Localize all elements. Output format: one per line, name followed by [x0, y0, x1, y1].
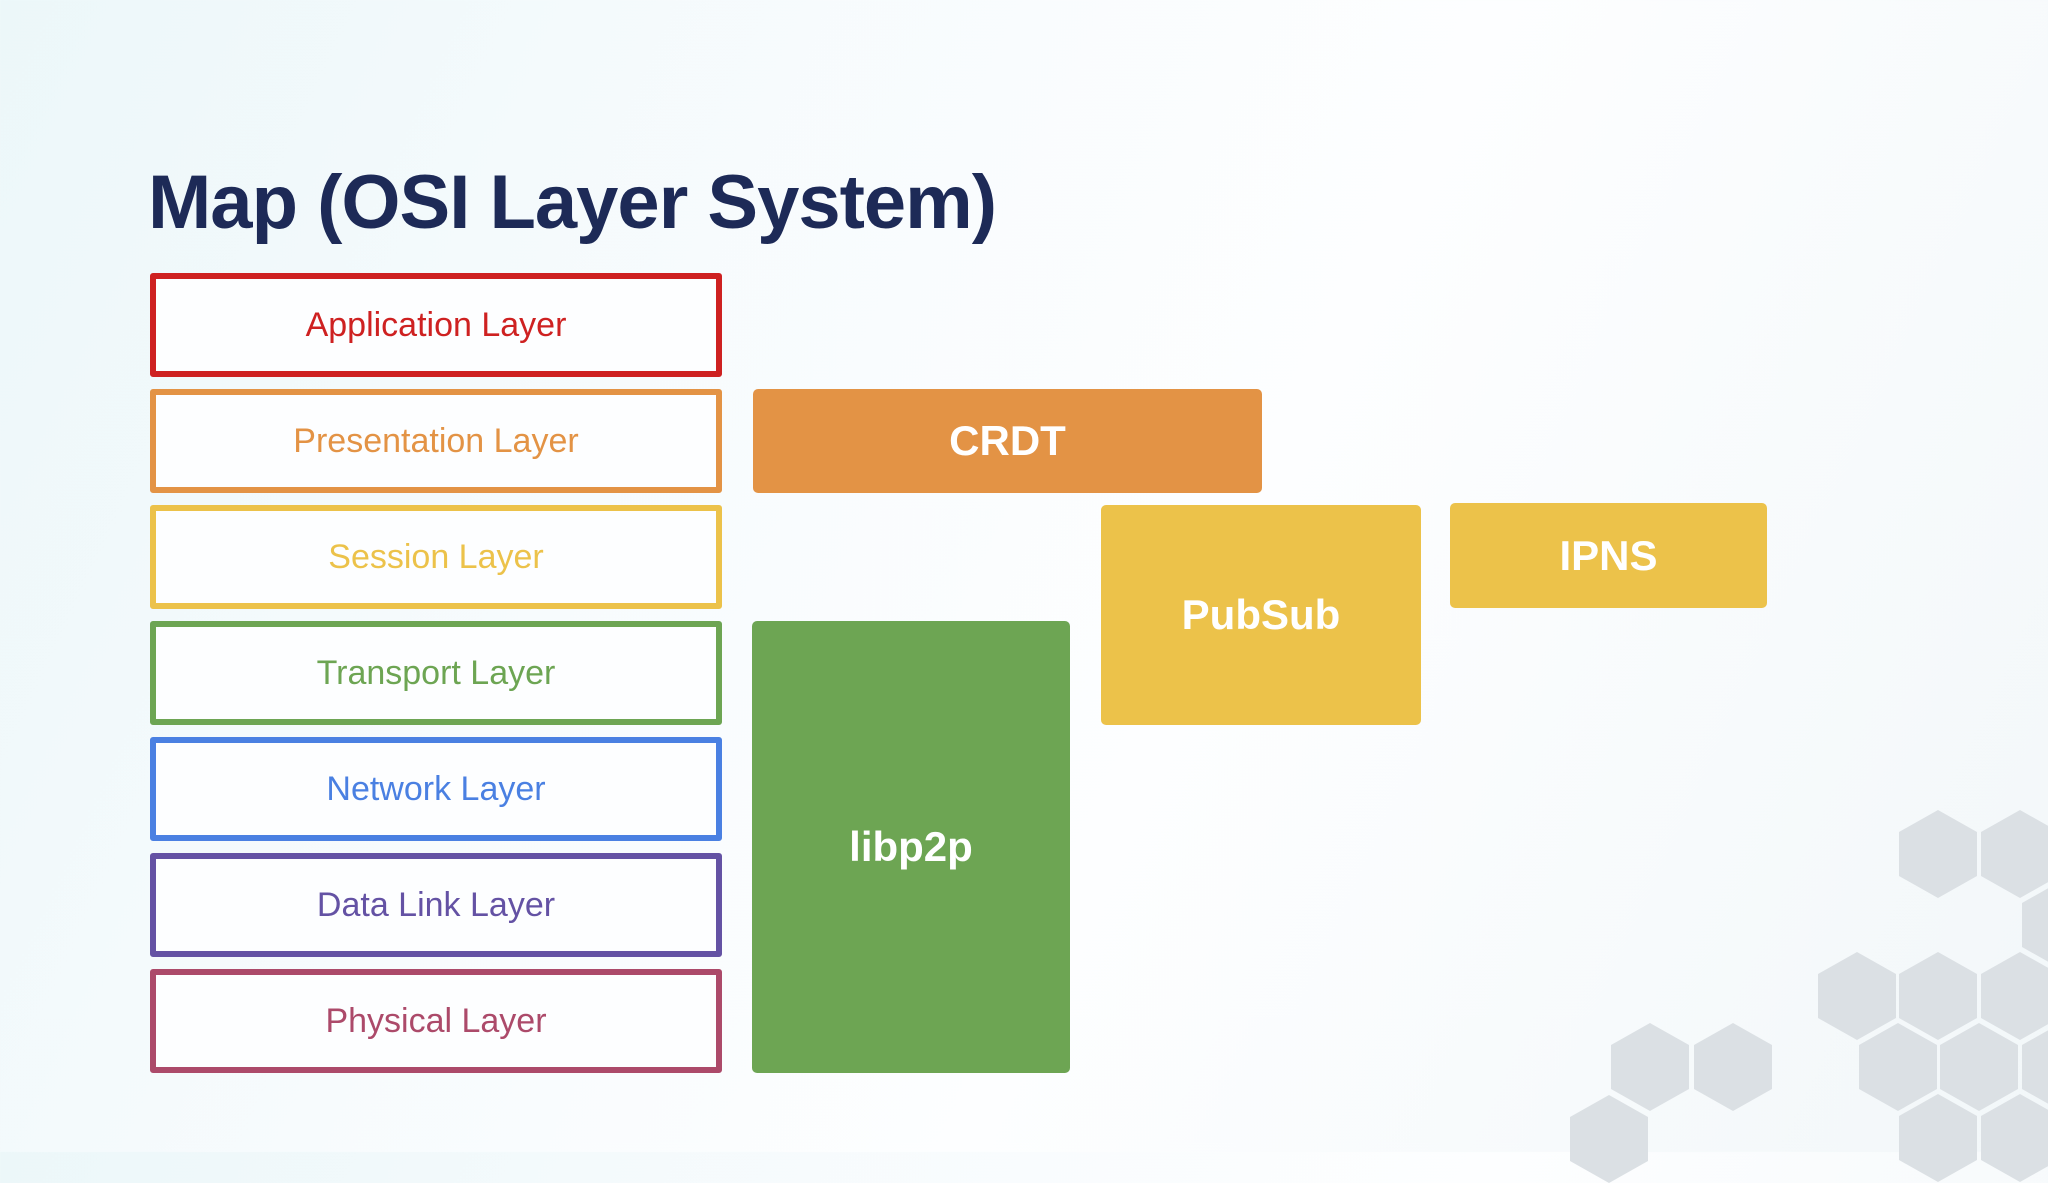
hexagon-icon: [1570, 1095, 1648, 1183]
hexagon-icon: [1981, 810, 2048, 898]
osi-layer-label: Transport Layer: [316, 653, 556, 692]
slide-canvas: Map (OSI Layer System) Application Layer…: [148, 159, 2048, 1183]
osi-layer-label: Session Layer: [328, 537, 544, 576]
osi-layer-box-3: Session Layer: [150, 505, 722, 609]
osi-layer-label: Data Link Layer: [316, 885, 556, 924]
slide-title: Map (OSI Layer System): [148, 159, 997, 245]
hexagon-icon: [1981, 952, 2048, 1040]
osi-layer-box-1: Application Layer: [150, 273, 722, 377]
hexagon-icon: [1940, 1023, 2018, 1111]
hexagon-icon: [1818, 952, 1896, 1040]
osi-layer-label: Presentation Layer: [293, 421, 579, 460]
hexagon-icon: [1899, 952, 1977, 1040]
hexagon-icon: [1899, 810, 1977, 898]
hexagon-icon: [1899, 1094, 1977, 1182]
block-libp2p: libp2p: [752, 621, 1070, 1073]
block-label: PubSub: [1181, 591, 1341, 638]
osi-layer-box-5: Network Layer: [150, 737, 722, 841]
hexagon-icon: [1694, 1023, 1772, 1111]
osi-layer-label: Physical Layer: [325, 1001, 547, 1040]
osi-layer-box-4: Transport Layer: [150, 621, 722, 725]
osi-layer-label: Network Layer: [326, 769, 546, 808]
hexagon-icon: [1859, 1023, 1937, 1111]
osi-layer-box-2: Presentation Layer: [150, 389, 722, 493]
block-ipns: IPNS: [1450, 503, 1767, 608]
block-label: IPNS: [1559, 531, 1658, 579]
osi-layer-label: Application Layer: [305, 305, 567, 344]
hexagon-icon: [1611, 1023, 1689, 1111]
block-label: libp2p: [849, 823, 973, 870]
block-pubsub: PubSub: [1101, 505, 1421, 725]
hexagon-icon: [1981, 1094, 2048, 1182]
osi-layer-box-7: Physical Layer: [150, 969, 722, 1073]
osi-layer-box-6: Data Link Layer: [150, 853, 722, 957]
block-crdt: CRDT: [753, 389, 1262, 493]
block-label: CRDT: [949, 417, 1066, 464]
